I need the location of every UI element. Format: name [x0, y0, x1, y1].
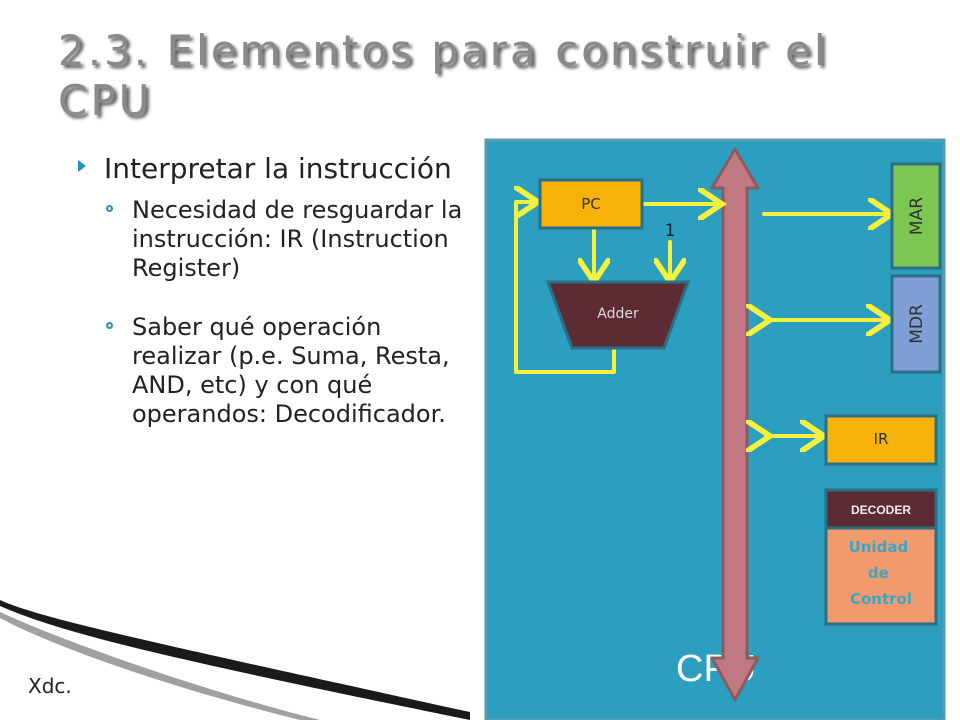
adder-unit [545, 280, 691, 350]
mdr-register [890, 274, 942, 374]
control-unit-line: de [868, 564, 889, 582]
adder-label: Adder [597, 306, 639, 322]
sub-bullet-text: Saber qué operación realizar (p.e. Suma,… [132, 313, 450, 428]
mdr-label: MDR [907, 304, 927, 344]
control-unit-box [824, 526, 938, 626]
mar-register [890, 162, 942, 270]
pc-label: PC [581, 195, 601, 213]
triangle-bullet-icon [78, 160, 86, 172]
circle-bullet-icon [106, 205, 113, 212]
pc-register [538, 178, 644, 230]
control-unit-line: Control [850, 590, 912, 608]
bullet-list: Interpretar la instrucción Necesidad de … [78, 152, 478, 459]
one-label: 1 [665, 221, 676, 241]
sub-bullet-text: Necesidad de resguardar la instrucción: … [132, 196, 463, 282]
footer-text: Xdc. [28, 674, 72, 698]
adder-feedback-wire [514, 202, 616, 374]
ir-register [824, 414, 938, 466]
bullet-item: Interpretar la instrucción [78, 152, 478, 186]
mar-label: MAR [907, 197, 927, 235]
ir-label: IR [874, 430, 889, 448]
sub-bullet-item: Necesidad de resguardar la instrucción: … [78, 196, 478, 283]
bullet-text: Interpretar la instrucción [104, 152, 452, 185]
sub-bullet-item: Saber qué operación realizar (p.e. Suma,… [78, 313, 478, 429]
slide-title: 2.3. Elementos para construir el CPU [58, 26, 829, 125]
circle-bullet-icon [106, 322, 113, 329]
decoder-label: DECODER [851, 503, 911, 517]
control-unit-line: Unidad [849, 538, 909, 556]
control-unit-label: Unidad de Control [849, 538, 914, 608]
